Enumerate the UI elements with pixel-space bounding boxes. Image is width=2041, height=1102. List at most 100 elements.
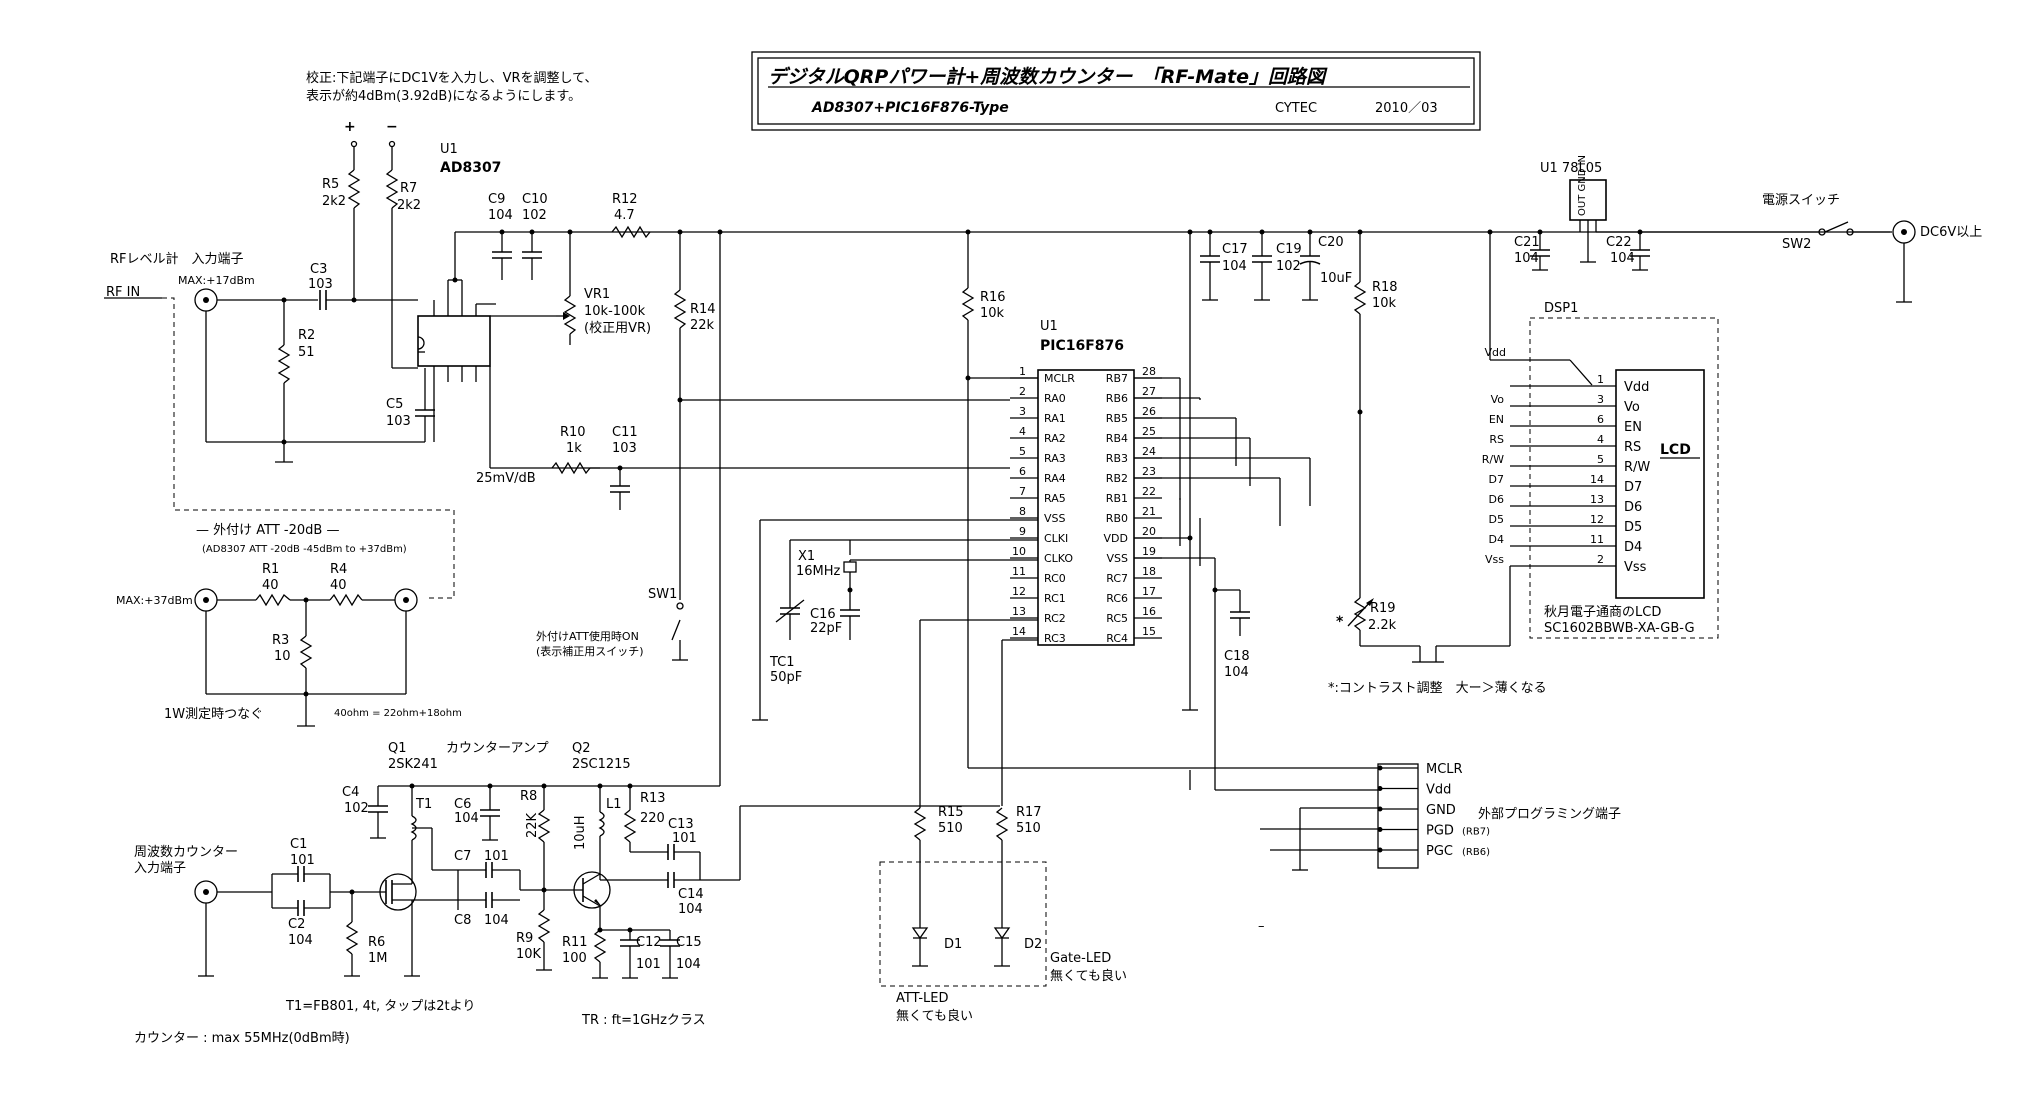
c2-value: 104: [288, 933, 313, 948]
lcd-net-label: Vo: [1491, 393, 1505, 406]
r19-value: 2.2k: [1368, 618, 1397, 633]
lcd-pin-number: 13: [1590, 493, 1604, 506]
pic-pin-number: 9: [1019, 525, 1026, 538]
c21-value: 104: [1514, 251, 1539, 266]
pic-pin-name: RB0: [1106, 512, 1128, 525]
c20-ref: C20: [1318, 235, 1344, 250]
lcd-net-label: D5: [1489, 513, 1504, 526]
c16-value: 22pF: [810, 621, 842, 636]
pic-pin-number: 5: [1019, 445, 1026, 458]
pic-pin-name: VSS: [1044, 512, 1066, 525]
r17-ref: R17: [1016, 805, 1042, 820]
pic-pin-name: RB6: [1106, 392, 1128, 405]
pic-pin-number: 3: [1019, 405, 1026, 418]
c12-ref: C12: [636, 935, 662, 950]
calibration-line1: 校正:下記端子にDC1Vを入力し、VRを調整して、: [306, 70, 598, 86]
l1-ref: L1: [606, 797, 622, 812]
gate-led-label: Gate-LED: [1050, 951, 1111, 966]
lcd-section: DSP1 LCD 1Vdd3VoVo6ENEN4RSRS5R/WR/W14D7D…: [1179, 301, 1719, 696]
r17-value: 510: [1016, 821, 1041, 836]
pic-chip: [1037, 369, 1135, 646]
pic-pin-number: 4: [1019, 425, 1026, 438]
cal-plus-label: +: [344, 119, 356, 135]
counter-amp-label: カウンターアンプ: [446, 741, 549, 756]
pic-pin-name: RC3: [1044, 632, 1066, 645]
pic-pin-number: 13: [1012, 605, 1026, 618]
lcd-pin-name: Vo: [1624, 400, 1640, 415]
rf-input-max: MAX:+17dBm: [178, 274, 255, 287]
prog-pin-dot: [1377, 806, 1383, 812]
pic-pin-name: VDD: [1104, 532, 1128, 545]
c2-ref: C2: [288, 917, 305, 932]
c9-ref: C9: [488, 192, 505, 207]
pic-pin-number: 16: [1142, 605, 1156, 618]
counter-input-label2: 入力端子: [134, 861, 186, 876]
r9-ref: R9: [516, 931, 533, 946]
ad8307-chip: [417, 315, 491, 367]
prog-pin-sub: (RB6): [1462, 847, 1490, 858]
r11-ref: R11: [562, 935, 588, 950]
r16-ref: R16: [980, 290, 1006, 305]
c11-value: 103: [612, 441, 637, 456]
r5-value: 2k2: [322, 194, 346, 209]
q1-ref: Q1: [388, 741, 407, 756]
d2-ref: D2: [1024, 937, 1042, 952]
pic-pin-number: 12: [1012, 585, 1026, 598]
c8-ref: C8: [454, 913, 471, 928]
att-led-note: 無くても良い: [896, 1008, 973, 1024]
lcd-pin-number: 4: [1597, 433, 1604, 446]
prog-header: [1377, 763, 1419, 869]
lcd-note1: 秋月電子通商のLCD: [1544, 605, 1661, 620]
counter-max-note: カウンター : max 55MHz(0dBm時): [134, 1031, 350, 1046]
r14-value: 22k: [690, 318, 715, 333]
c1-ref: C1: [290, 837, 307, 852]
pic-pin-number: 18: [1142, 565, 1156, 578]
r7-value: 2k2: [397, 198, 421, 213]
pic-pin-name: RC2: [1044, 612, 1066, 625]
c19-ref: C19: [1276, 242, 1302, 257]
pic-pin-name: RA0: [1044, 392, 1066, 405]
r10-value: 1k: [566, 441, 582, 456]
mv-db-label: 25mV/dB: [476, 471, 536, 486]
pic-pin-name: RA3: [1044, 452, 1066, 465]
lcd-vdd-net-label: Vdd: [1485, 346, 1507, 359]
u1-pic-ref: U1: [1040, 319, 1058, 334]
prog-pin-name: MCLR: [1426, 762, 1463, 777]
counter-amp-section: Q1 2SK241 カウンターアンプ Q2 2SC1215 C4 102 T1 …: [134, 229, 1000, 1046]
r12-ref: R12: [612, 192, 638, 207]
calibration-line2: 表示が約4dBm(3.92dB)になるようにします。: [306, 89, 581, 104]
c3-value: 103: [308, 277, 333, 292]
c15-ref: C15: [676, 935, 702, 950]
c21-ref: C21: [1514, 235, 1540, 250]
c20-value: 10uF: [1320, 271, 1352, 286]
pic-pin-name: RC1: [1044, 592, 1066, 605]
c6-value: 104: [454, 811, 479, 826]
pic-pin-name: VSS: [1107, 552, 1129, 565]
c18-value: 104: [1224, 665, 1249, 680]
c5-value: 103: [386, 414, 411, 429]
lcd-pin-number: 14: [1590, 473, 1604, 486]
lcd-pin-name: D5: [1624, 520, 1642, 535]
lcd-net-label: D4: [1489, 533, 1504, 546]
c22-value: 104: [1610, 251, 1635, 266]
lcd-pin-number: 11: [1590, 533, 1604, 546]
ad8307-section: U1 AD8307 R5 2k2 R7 2k2 RFレベル計 入力端子 MAX:…: [104, 140, 1890, 661]
sw1-switch: [676, 602, 684, 610]
r4-ref: R4: [330, 562, 347, 577]
led-dashed-box: [879, 861, 1047, 987]
pic-pin-number: 27: [1142, 385, 1156, 398]
lcd-net-label: R/W: [1482, 453, 1504, 466]
pic-pin-name: RC0: [1044, 572, 1066, 585]
c22-ref: C22: [1606, 235, 1632, 250]
counter-input-label1: 周波数カウンター: [134, 845, 238, 860]
c5-ref: C5: [386, 397, 403, 412]
pic-pin-name: RA4: [1044, 472, 1066, 485]
pic-pin-number: 7: [1019, 485, 1026, 498]
r18-ref: R18: [1372, 280, 1398, 295]
rf-in-label: RF IN: [106, 285, 140, 300]
r11-value: 100: [562, 951, 587, 966]
pic-pin-number: 23: [1142, 465, 1156, 478]
u1-ref: U1: [440, 142, 458, 157]
